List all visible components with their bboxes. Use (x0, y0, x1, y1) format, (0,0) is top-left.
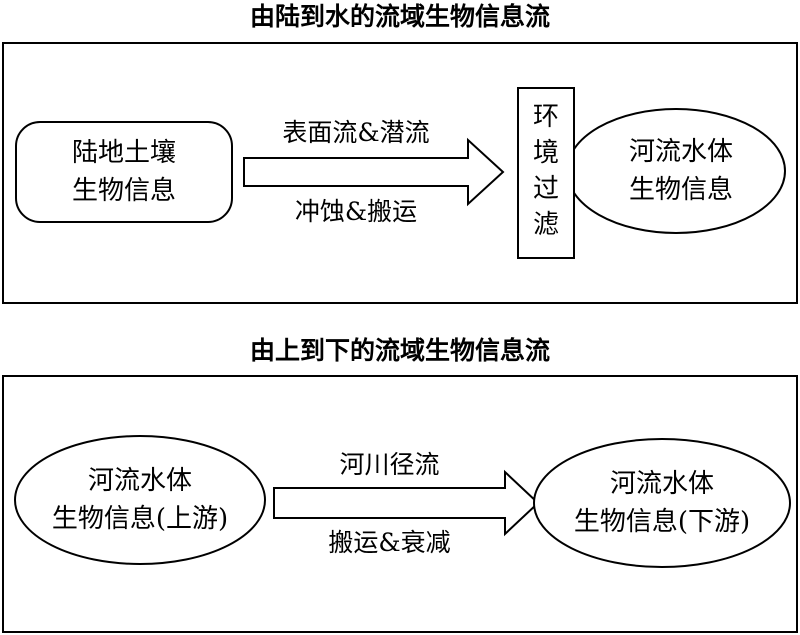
filter-char-1: 环 (532, 102, 559, 132)
downstream-info-line1: 河流水体 (609, 469, 714, 499)
soil-info-box (15, 121, 233, 223)
environment-filter-label: 环 境 过 滤 (518, 99, 574, 243)
top-arrow-label-bottom: 冲蚀&搬运 (294, 197, 418, 226)
filter-char-3: 过 (532, 174, 559, 204)
bottom-arrow-label-bottom: 搬运&衰减 (328, 528, 451, 557)
river-info-ellipse-downstream (533, 438, 791, 568)
upstream-info-line2: 生物信息(上游) (51, 504, 229, 534)
filter-char-4: 滤 (532, 210, 559, 240)
top-diagram-title: 由陆到水的流域生物信息流 (249, 2, 550, 31)
bottom-arrow-label-top: 河川径流 (339, 450, 440, 479)
upstream-info-label: 河流水体 生物信息(上游) (15, 462, 265, 538)
top-flow-arrow (243, 137, 505, 207)
filter-char-2: 境 (532, 138, 559, 168)
river-info-label-top: 河流水体 生物信息 (576, 133, 786, 209)
downstream-info-label: 河流水体 生物信息(下游) (534, 465, 790, 541)
bottom-flow-arrow (273, 469, 540, 537)
river-info-top-line1: 河流水体 (628, 137, 733, 167)
river-info-top-line2: 生物信息 (628, 175, 733, 205)
top-arrow-label-top: 表面流&潜流 (282, 118, 430, 147)
upstream-info-line1: 河流水体 (87, 466, 192, 496)
soil-info-label: 陆地土壤 生物信息 (16, 134, 232, 210)
river-info-ellipse-upstream (14, 435, 266, 565)
downstream-info-line2: 生物信息(下游) (573, 507, 751, 537)
bottom-diagram-title: 由上到下的流域生物信息流 (249, 336, 550, 365)
environment-filter-box (517, 87, 575, 259)
soil-info-line1: 陆地土壤 (71, 138, 176, 168)
soil-info-line2: 生物信息 (71, 176, 176, 206)
